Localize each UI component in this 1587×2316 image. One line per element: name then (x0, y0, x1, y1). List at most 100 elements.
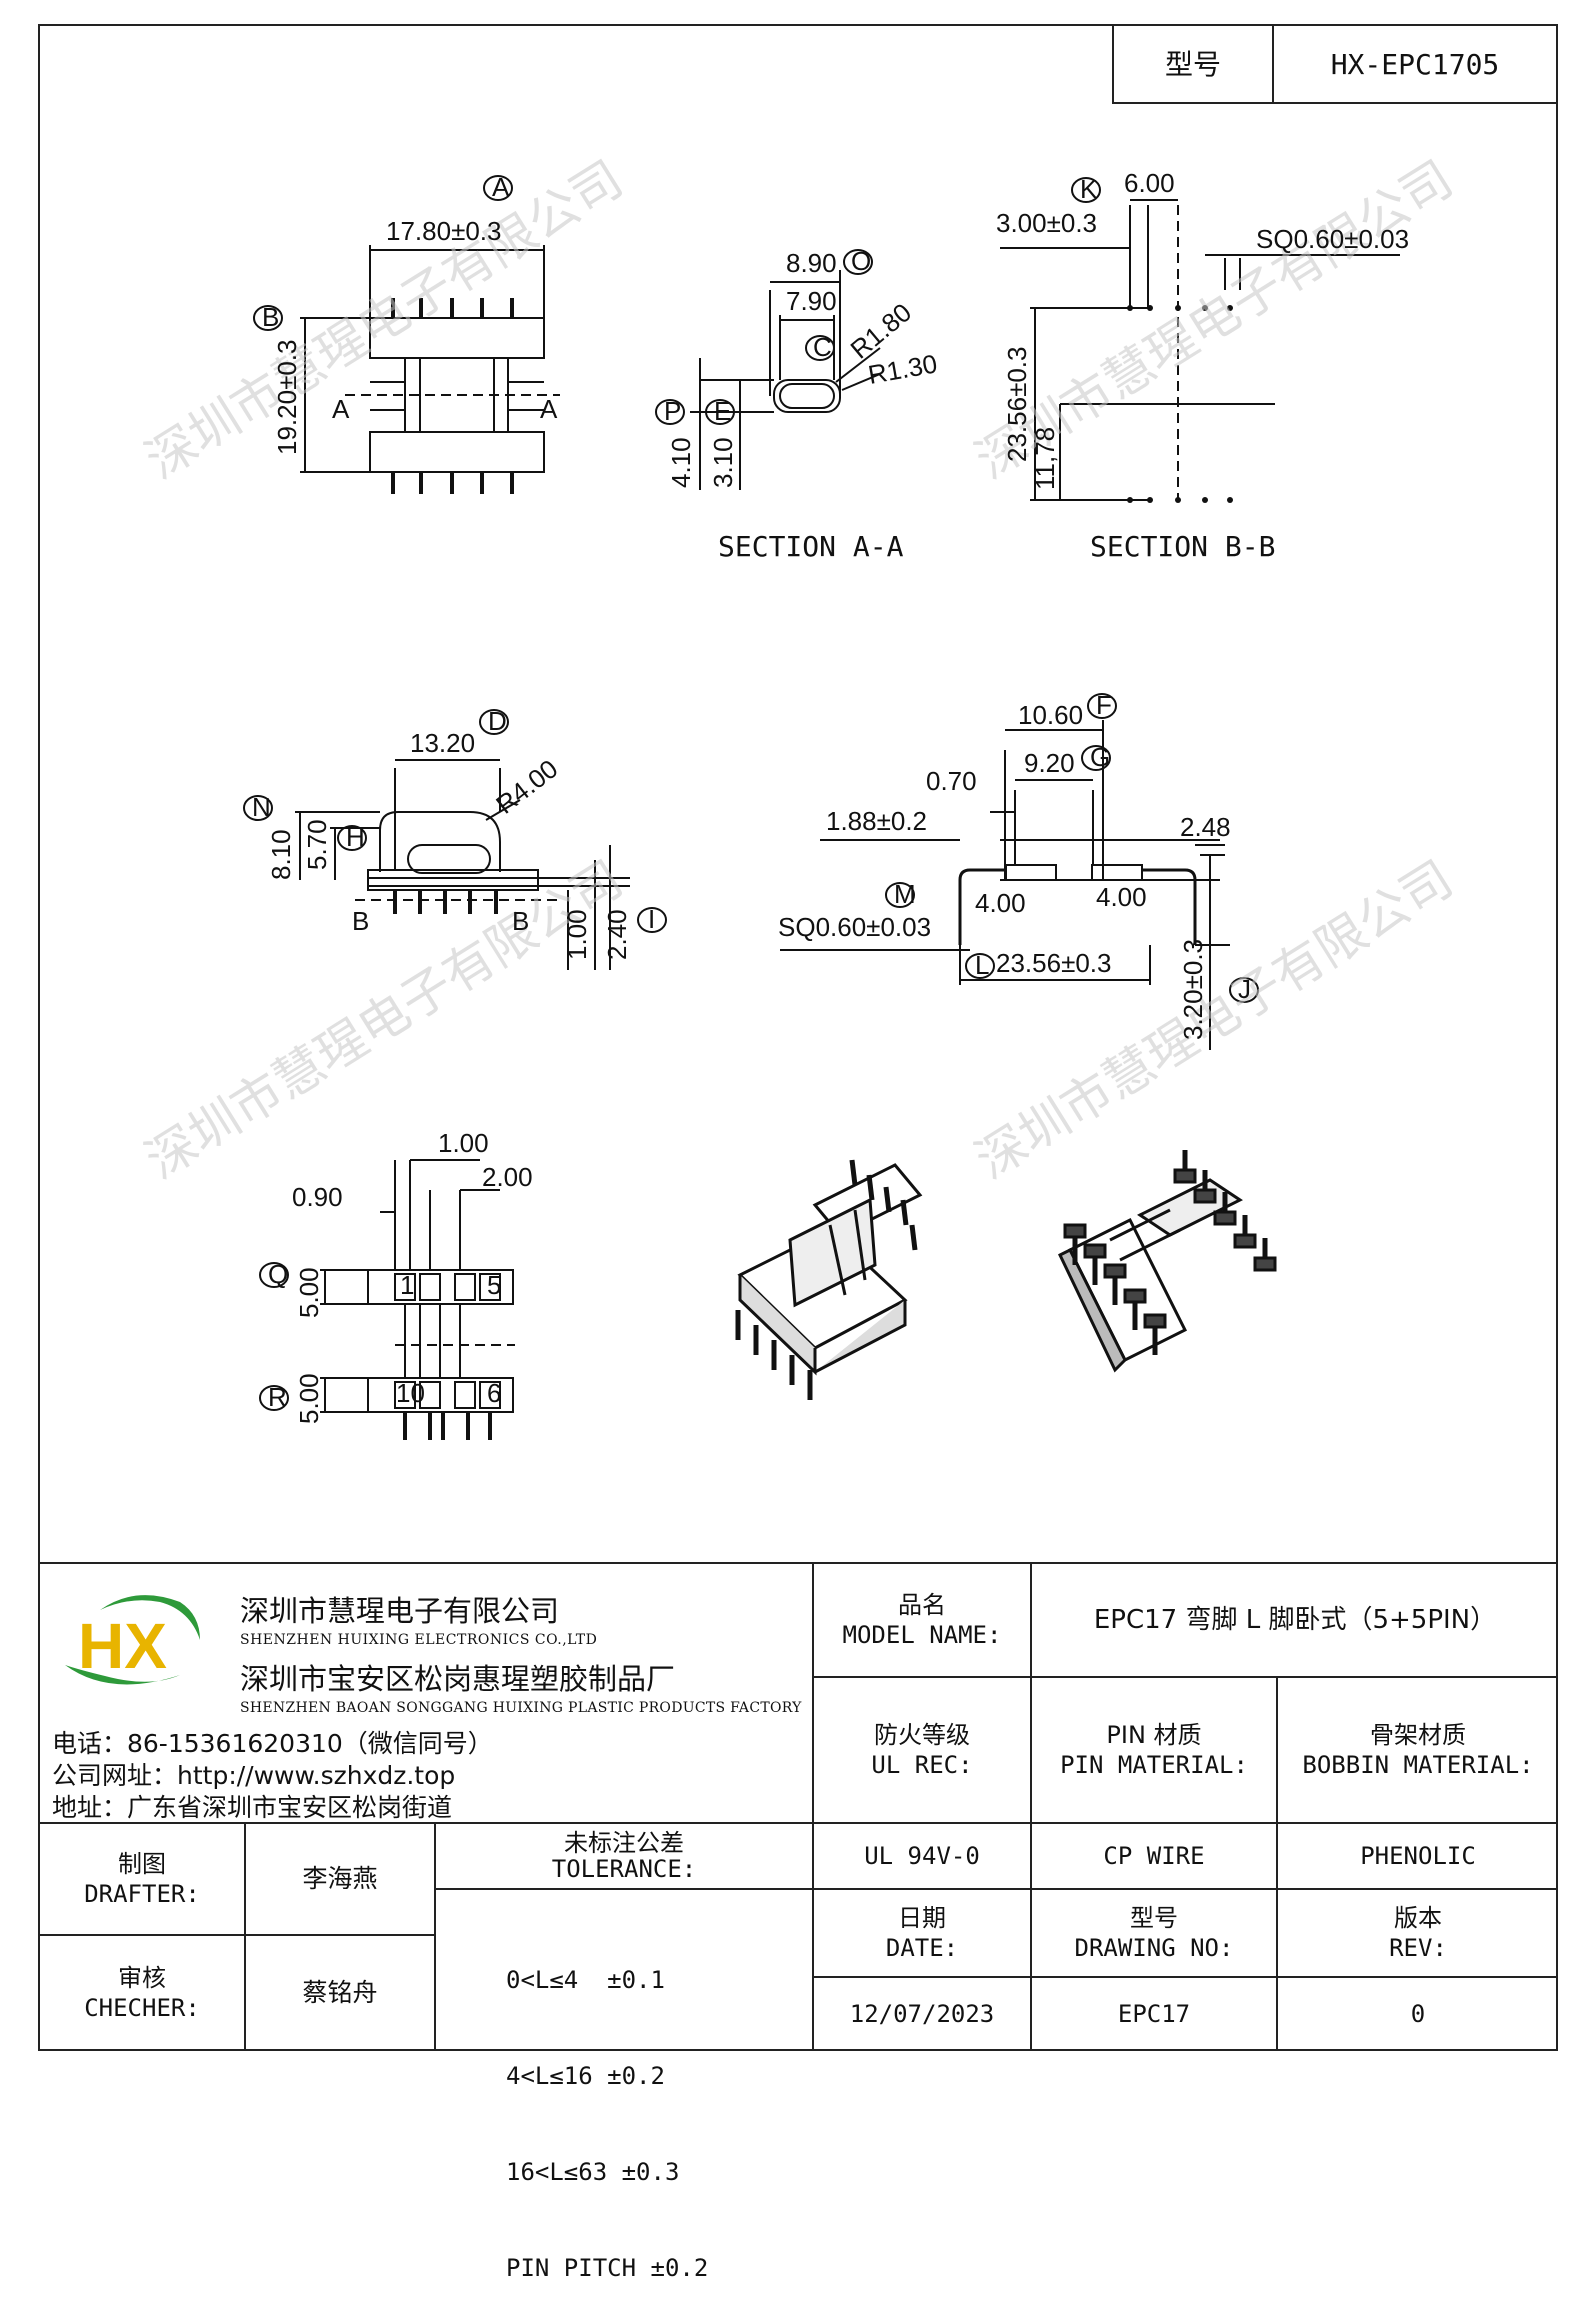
grid-line (812, 1976, 1558, 1978)
balloon-letter: L (975, 950, 989, 980)
section-aa-title: SECTION A-A (718, 530, 904, 563)
top-view (300, 245, 560, 494)
drafter-name: 李海燕 (302, 1864, 378, 1894)
pin-material-value: CP WIRE (1103, 1842, 1205, 1870)
company-name-cn: 深圳市慧瑆电子有限公司 (240, 1594, 560, 1628)
dim-410: 4.10 (666, 437, 696, 488)
section-bb-title: SECTION B-B (1090, 530, 1275, 563)
dim-top-height: 19.20±0.3 (272, 340, 302, 455)
date-value: 12/07/2023 (849, 2000, 995, 2028)
balloon-letter: Q (268, 1259, 288, 1289)
dim-600: 6.00 (1124, 168, 1175, 198)
bottom-view (320, 1159, 515, 1440)
dim-sq060-front: SQ0.60±0.03 (778, 912, 931, 942)
dim-top-width: 17.80±0.3 (386, 216, 501, 246)
grid-line (434, 1822, 436, 2051)
balloon-letter: K (1080, 174, 1098, 204)
dim-300: 3.00±0.3 (996, 208, 1097, 238)
date-label-en: DATE: (885, 1934, 959, 1962)
dim-1178: 11,78 (1030, 427, 1060, 490)
date-label: 日期 DATE: (814, 1890, 1030, 1976)
technical-drawing: 深圳市慧瑆电子有限公司 深圳市慧瑆电子有限公司 深圳市慧瑆电子有限公司 深圳市慧… (136, 150, 1463, 1440)
bobbin-iso-2 (1058, 1150, 1277, 1373)
drafter-label: 制图 DRAFTER: (40, 1824, 244, 1934)
drawing-no-label: 型号 DRAWING NO: (1032, 1890, 1276, 1976)
balloon-letter: G (1090, 742, 1110, 772)
company-address: 地址：广东省深圳市宝安区松岗街道 (52, 1793, 453, 1822)
company-logo: HX (50, 1580, 220, 1700)
grid-line (812, 1562, 814, 2051)
header-model-label: 型号 (1164, 47, 1221, 81)
dim-570: 5.70 (302, 819, 332, 870)
grid-line (244, 1822, 246, 2051)
drafter-label-cn: 制图 (118, 1850, 166, 1878)
header-model-value: HX-EPC1705 (1330, 47, 1500, 81)
dim-070: 0.70 (926, 766, 977, 796)
rev-label-en: REV: (1389, 1934, 1447, 1962)
balloon-letter: I (648, 904, 655, 934)
side-view (295, 759, 630, 970)
tolerance-label-cn: 未标注公差 (564, 1828, 684, 1857)
pin-material-label-cn: PIN 材质 (1106, 1721, 1202, 1749)
drawing-no-label-cn: 型号 (1130, 1904, 1178, 1932)
dim-790: 7.90 (786, 286, 837, 316)
balloon-letter: R (268, 1382, 287, 1412)
tolerance-row: 4<L≤16 ±0.2 (506, 2062, 665, 2090)
bobbin-material-label-en: BOBBIN MATERIAL: (1302, 1751, 1534, 1779)
checker-label: 审核 CHECHER: (40, 1936, 244, 2050)
pin-number: 1 (400, 1270, 414, 1300)
drafter-label-en: DRAFTER: (84, 1880, 200, 1908)
logo-text: HX (78, 1610, 167, 1682)
header-model-box (1112, 24, 1558, 104)
grid-line (38, 1934, 434, 1936)
balloon-letter: H (346, 822, 365, 852)
grid-line (1276, 1676, 1278, 2051)
company-name-en: SHENZHEN HUIXING ELECTRONICS CO.,LTD (240, 1632, 598, 1648)
pin-material-label: PIN 材质 PIN MATERIAL: (1032, 1678, 1276, 1822)
dim-2356-front: 23.56±0.3 (996, 948, 1111, 978)
cut-label-a-left: A (332, 394, 350, 424)
tolerance-label: 未标注公差 TOLERANCE: (436, 1824, 812, 1888)
dim-500a: 5.00 (294, 1267, 324, 1318)
checker-label-en: CHECHER: (84, 1994, 200, 2022)
section-aa (690, 270, 881, 490)
model-name-label: 品名 MODEL NAME: (814, 1564, 1030, 1676)
dim-810: 8.10 (266, 829, 296, 880)
balloon-letter: M (894, 879, 916, 909)
dim-400a: 4.00 (975, 888, 1026, 918)
dim-240: 2.40 (602, 909, 632, 960)
grid-line (812, 1676, 1558, 1678)
dim-890: 8.90 (786, 248, 837, 278)
factory-name-cn: 深圳市宝安区松岗惠瑆塑胶制品厂 (240, 1662, 676, 1696)
checker-label-cn: 审核 (118, 1964, 166, 1992)
rev-label-cn: 版本 (1394, 1904, 1442, 1932)
section-bb (1000, 199, 1400, 503)
dim-500b: 5.00 (294, 1373, 324, 1424)
cut-label-b-left: B (352, 906, 369, 936)
grid-line (434, 1888, 1558, 1890)
checker-name: 蔡铭舟 (302, 1978, 378, 2008)
model-name-label-cn: 品名 (898, 1591, 946, 1619)
balloon-letter: J (1238, 974, 1251, 1004)
model-name-value: EPC17 弯脚 L 脚卧式（5+5PIN） (1093, 1604, 1497, 1635)
callout-balloons (243, 175, 1259, 1411)
ul-rec-label-cn: 防火等级 (874, 1721, 970, 1749)
balloon-letter: N (252, 792, 271, 822)
watermark: 深圳市慧瑆电子有限公司 (136, 850, 633, 1191)
dim-320: 3.20±0.3 (1178, 939, 1208, 1040)
balloon-letter: A (492, 172, 510, 202)
titleblock-top-border (38, 1562, 1558, 1564)
tolerance-row: 16<L≤63 ±0.3 (506, 2158, 680, 2186)
balloon-letter: P (664, 396, 681, 426)
model-name-label-en: MODEL NAME: (842, 1621, 1002, 1649)
balloon-letter: D (488, 706, 507, 736)
ul-rec-label-en: UL REC: (871, 1751, 973, 1779)
dim-188: 1.88±0.2 (826, 806, 927, 836)
dim-100-side: 1.00 (562, 909, 592, 960)
dim-sq060: SQ0.60±0.03 (1256, 224, 1409, 254)
cut-label-b-right: B (512, 906, 529, 936)
dim-100-bottom: 1.00 (438, 1128, 489, 1158)
watermark: 深圳市慧瑆电子有限公司 (136, 150, 633, 491)
ul-rec-value: UL 94V-0 (864, 1842, 980, 1870)
factory-name-en: SHENZHEN BAOAN SONGGANG HUIXING PLASTIC … (240, 1700, 802, 1716)
